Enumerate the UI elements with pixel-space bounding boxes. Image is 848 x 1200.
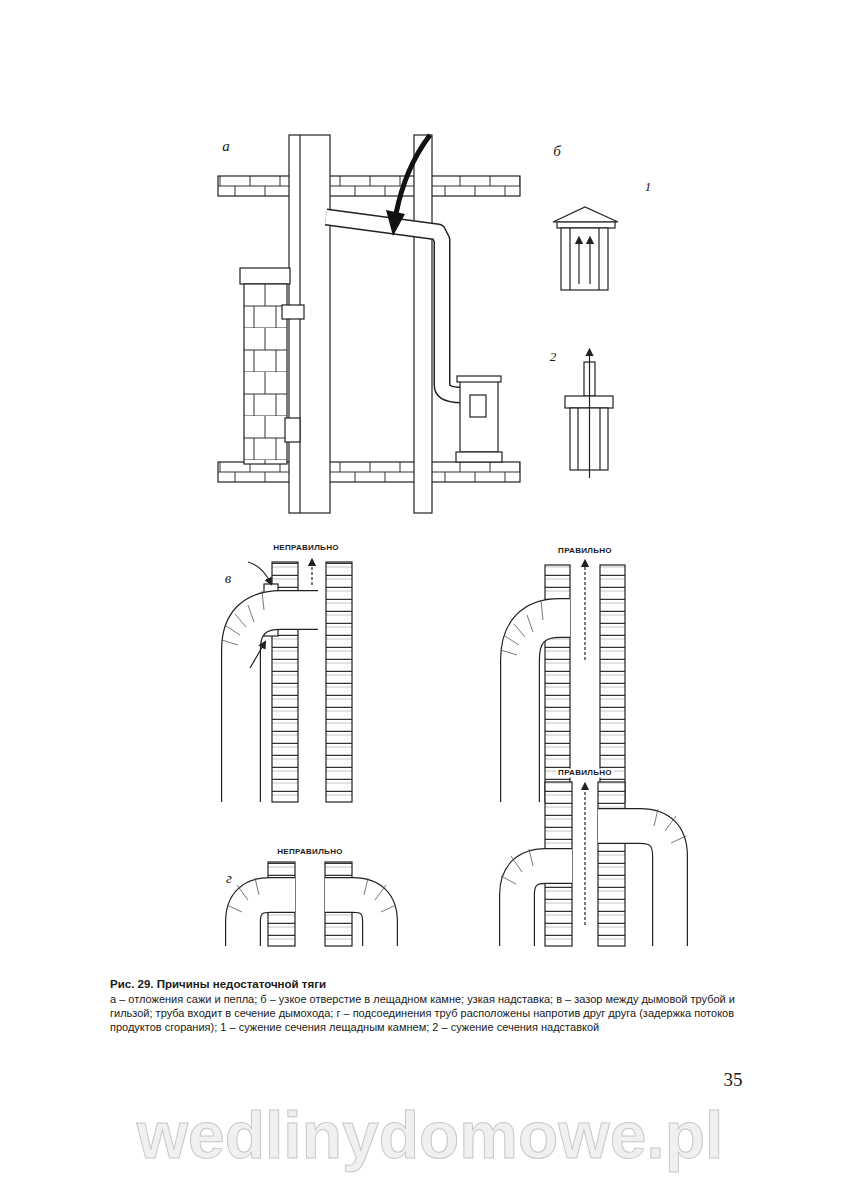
soot-arrow (396, 135, 430, 214)
brick-wall (326, 562, 352, 802)
stove-door (470, 395, 486, 417)
pipe (517, 866, 572, 946)
leak-arrow (248, 562, 270, 582)
draft-arrow (584, 563, 585, 660)
cap-stone (557, 222, 615, 228)
chimney-top (561, 228, 608, 290)
pipe-outline (517, 866, 572, 946)
flue-pipe (326, 217, 462, 395)
pipe-outline (325, 895, 380, 946)
pipe-outline (241, 610, 318, 802)
metal-stove (460, 380, 498, 452)
brick-chimney (289, 135, 330, 513)
verdict-label: ПРАВИЛЬНО (556, 547, 614, 556)
pipe-ribs (501, 809, 686, 884)
draft-arrow (584, 786, 585, 925)
stove-base (456, 452, 502, 462)
brick-wall (598, 782, 625, 946)
panel-b (553, 207, 618, 478)
pipe (598, 826, 670, 946)
sleeve-pipe (414, 135, 432, 513)
pipe-ribs (501, 600, 543, 655)
pipe-outline (243, 895, 295, 946)
panel-v-wrong (222, 562, 352, 802)
floor-beam (218, 462, 520, 482)
flue-line (598, 228, 599, 290)
pipe-ribs (222, 591, 264, 645)
figure-title: Рис. 29. Причины недостаточной тяги (110, 977, 326, 991)
flue-line (569, 228, 570, 290)
panel-letter: б (551, 144, 563, 159)
soot-arrowhead (386, 210, 405, 236)
verdict-label: ПРАВИЛЬНО (556, 769, 614, 778)
flue-pipe-outline (326, 217, 462, 395)
pipe-ribs (227, 878, 396, 912)
callout-number: 1 (643, 180, 654, 193)
stove-top (457, 376, 501, 382)
draft-arrow (578, 240, 579, 284)
panel-g-right (501, 782, 686, 946)
panel-v-right (501, 563, 625, 802)
figure-caption: а – отложения сажи и пепла; б – узкое от… (110, 992, 746, 1034)
panel-g-wrong (227, 862, 396, 946)
flue-line (599, 408, 600, 470)
draft-arrow (311, 562, 312, 585)
brick-wall (600, 565, 625, 802)
stove-connector (282, 305, 304, 319)
callout-number: 2 (548, 350, 559, 363)
pipe (241, 610, 318, 802)
stove-connector (285, 418, 300, 442)
brick-stove (244, 284, 287, 464)
watermark: wedlinydomowe.pl (137, 1102, 724, 1168)
pipe (325, 895, 380, 946)
verdict-label: НЕПРАВИЛЬНО (275, 848, 344, 857)
ceiling-beam (218, 176, 520, 196)
pipe-outline (598, 826, 670, 946)
leak-arrow (250, 644, 264, 668)
pipe (243, 895, 295, 946)
panel-a (218, 135, 520, 513)
stove-cap (240, 268, 290, 284)
chimney-inner-line (299, 135, 300, 513)
verdict-label: НЕПРАВИЛЬНО (271, 544, 340, 553)
panel-letter: г (224, 871, 234, 886)
draft-arrow (589, 352, 590, 478)
panel-letter: в (223, 571, 234, 586)
flue-line (577, 408, 578, 470)
panel-letter: а (220, 139, 232, 154)
page-number: 35 (724, 1070, 743, 1089)
draft-arrow (589, 240, 590, 284)
cap-roof (553, 207, 618, 222)
